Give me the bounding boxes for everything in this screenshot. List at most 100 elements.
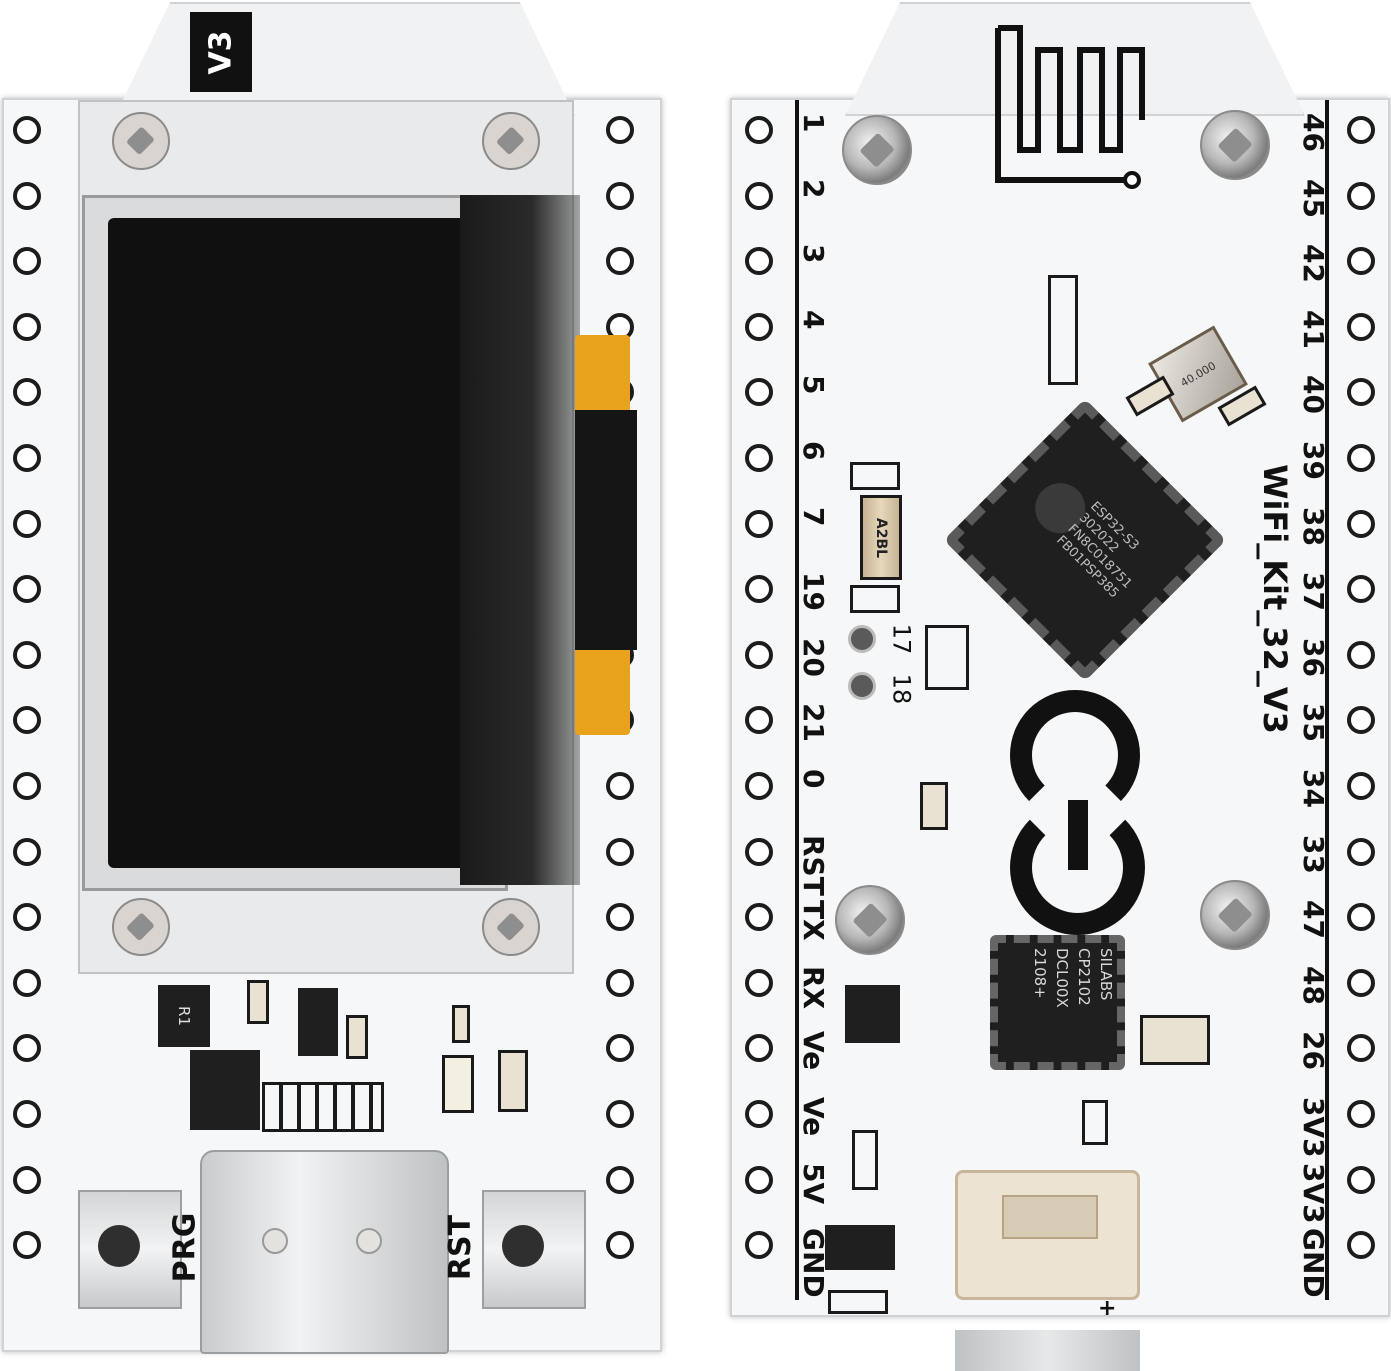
pin-hole <box>1347 837 1375 866</box>
rst-button[interactable] <box>502 1225 544 1267</box>
pin-hole <box>1347 181 1375 210</box>
pin-label: 21 <box>797 703 830 743</box>
crystal-text: 40.000 <box>1178 358 1218 390</box>
pin-hole <box>745 1100 773 1128</box>
pin-label: 5 <box>797 375 830 395</box>
pin-hole <box>13 837 41 866</box>
pin-hole <box>13 1231 41 1260</box>
sot23-chip-1 <box>845 985 900 1043</box>
dual-transistor <box>190 1050 260 1130</box>
pin-hole <box>606 247 634 276</box>
pin-hole <box>13 968 41 997</box>
flex-cable-cover <box>575 410 637 650</box>
pad-label-17: 17 <box>887 623 916 655</box>
pin-label: 20 <box>797 637 830 677</box>
pin-label: 1 <box>797 113 830 133</box>
usb-c-port[interactable] <box>200 1150 449 1354</box>
screw-bottom-right <box>1200 880 1270 950</box>
cp2102-chip: SILABS CP2102 DCL00X 2108+ <box>990 935 1125 1070</box>
pin-hole <box>13 640 41 669</box>
screw-top-left <box>842 115 912 185</box>
pin-hole <box>1347 640 1375 669</box>
pin-hole <box>13 1034 41 1063</box>
version-tag: V3 <box>190 12 252 92</box>
ce-mark-e-bar <box>1068 800 1088 870</box>
pin-hole <box>13 706 41 735</box>
pin-hole <box>1347 116 1375 144</box>
smd-resistor-low <box>1082 1100 1108 1145</box>
pin-label: 2 <box>797 178 830 199</box>
oled-display-area <box>108 218 468 868</box>
pin-label: 5V <box>797 1162 830 1204</box>
smd-resistor-3 <box>452 1005 470 1043</box>
pin-label: 0 <box>797 769 830 789</box>
status-led <box>442 1055 474 1113</box>
oled-mount-top-right <box>482 112 540 170</box>
pad-18 <box>848 672 876 700</box>
pin-hole <box>1347 312 1375 341</box>
pin-label: Ve <box>797 1031 830 1071</box>
battery-connector-socket <box>1002 1195 1098 1239</box>
pin-hole <box>745 116 773 144</box>
pin-hole <box>1347 378 1375 407</box>
rst-label: RST <box>443 1214 479 1281</box>
pin-label: RST <box>797 834 830 896</box>
smd-resistor-2 <box>346 1015 368 1059</box>
chip-text-line: SILABS <box>1097 948 1115 1001</box>
pcb-antenna <box>995 25 1145 189</box>
model-text: WiFi_Kit_32_V3 <box>1255 464 1294 734</box>
pin-hole <box>606 116 634 144</box>
pin-label: 7 <box>797 506 830 527</box>
silk-rail-right <box>1325 100 1329 1300</box>
pin-hole <box>745 509 773 538</box>
smd-resistor-1 <box>247 980 269 1024</box>
pin-hole <box>745 903 773 932</box>
pin-hole <box>606 968 634 997</box>
oled-mount-bottom-right <box>482 898 540 956</box>
pin-hole <box>13 444 41 472</box>
pin-hole <box>13 181 41 210</box>
pin-hole <box>1347 247 1375 276</box>
pin-label: TX <box>797 900 830 941</box>
pin-hole <box>1347 444 1375 472</box>
pin-hole <box>606 1231 634 1260</box>
sot23-chip-2 <box>825 1225 895 1270</box>
chip-text-line: CP2102 <box>1075 948 1093 1006</box>
resistor-label: R1 <box>175 1006 193 1026</box>
pin-hole <box>606 837 634 866</box>
pin-hole <box>13 772 41 800</box>
pad-label-18: 18 <box>887 673 916 705</box>
smd-led-2 <box>498 1050 528 1112</box>
pin-hole <box>13 903 41 932</box>
pin-hole <box>1347 1034 1375 1063</box>
pin-label: 4 <box>797 309 830 330</box>
pin-hole <box>745 837 773 866</box>
pin-hole <box>1347 772 1375 800</box>
smd-resistor-top-1 <box>1048 275 1078 385</box>
pin-hole <box>745 247 773 276</box>
pin-hole <box>13 247 41 276</box>
chip-text-line: 2108+ <box>1031 948 1049 999</box>
smd-resistor-bottom <box>828 1290 888 1314</box>
usb-c-mount-hole-left <box>262 1228 288 1254</box>
pin-hole <box>606 772 634 800</box>
pin-hole <box>1347 1165 1375 1194</box>
pin-hole <box>13 312 41 341</box>
pin-hole <box>1347 1231 1375 1260</box>
smd-resistor-mid <box>925 625 969 690</box>
pin-hole <box>606 903 634 932</box>
oled-mount-bottom-left <box>112 898 170 956</box>
prg-button[interactable] <box>98 1225 140 1267</box>
oled-mount-top-left <box>112 112 170 170</box>
pin-hole <box>745 1231 773 1260</box>
smd-cap-top <box>850 462 900 490</box>
battery-plus-icon: + <box>1098 1296 1117 1321</box>
prg-label: PRG <box>167 1212 203 1283</box>
pin-hole <box>745 1034 773 1063</box>
header-footprint <box>262 1082 384 1132</box>
pin-hole <box>745 1165 773 1194</box>
pin-hole <box>606 181 634 210</box>
tantalum-capacitor: A2BL <box>860 495 902 580</box>
pin-hole <box>745 181 773 210</box>
pin-label: 6 <box>797 441 830 461</box>
